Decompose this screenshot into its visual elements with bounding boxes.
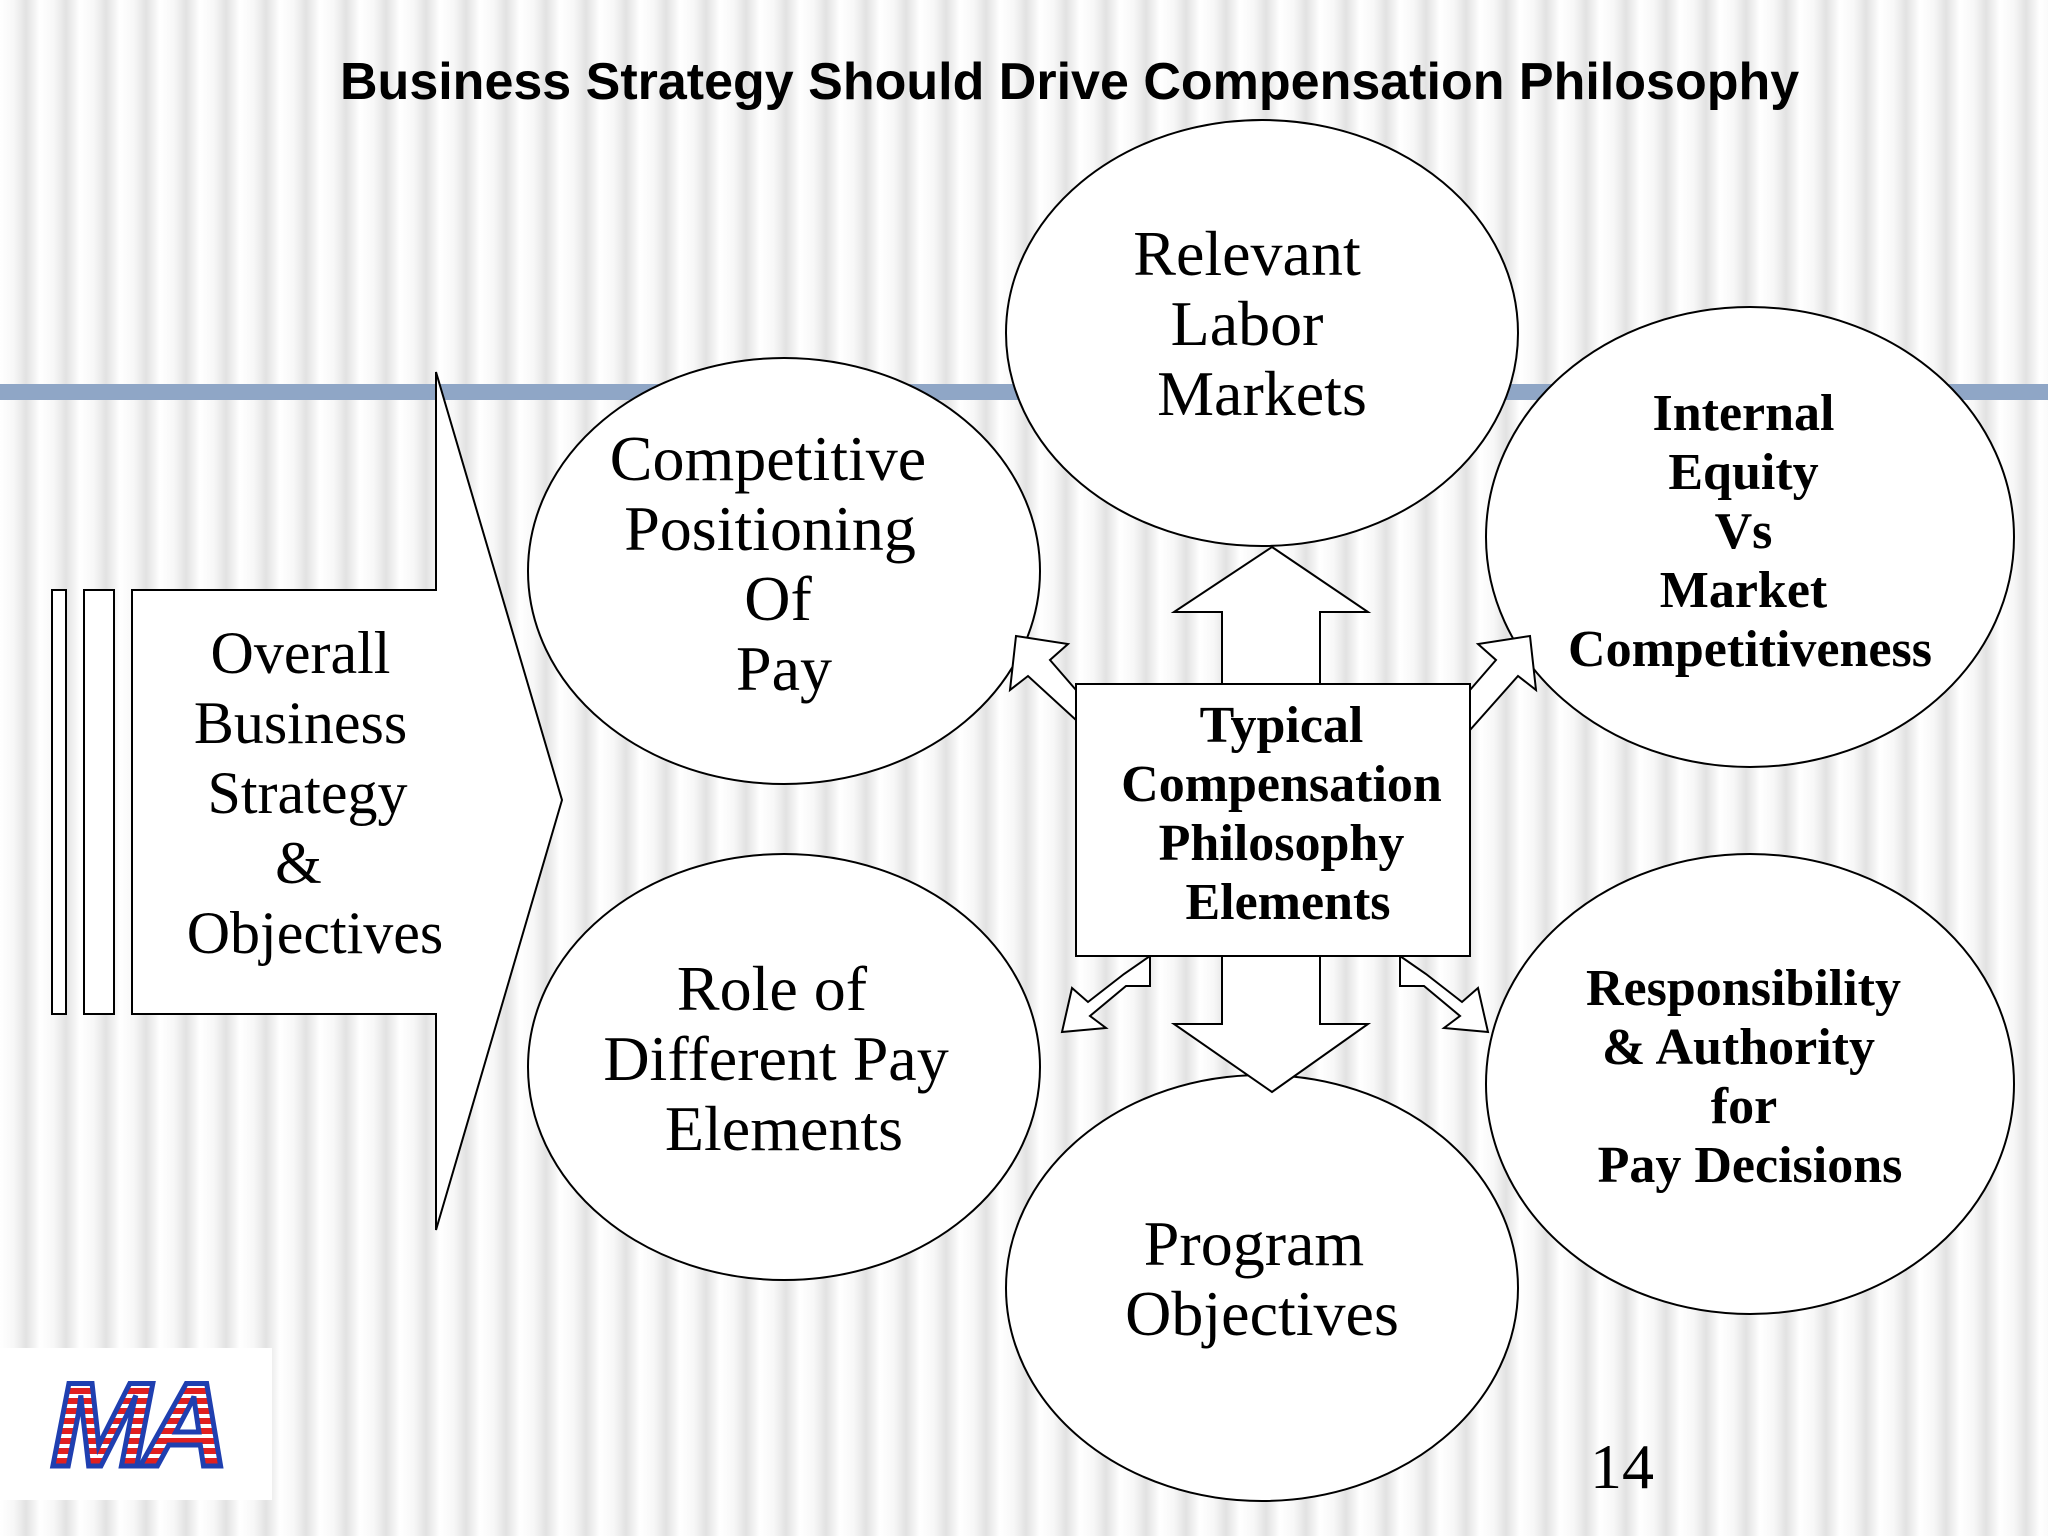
program-objectives-line-2: Objectives: [1125, 1278, 1399, 1349]
competitive-positioning-line-4: Pay: [736, 633, 832, 704]
page-number: 14: [1590, 1431, 1654, 1502]
competitive-positioning-line-1: Competitive: [610, 423, 926, 494]
arrow-stripe-2: [83, 589, 115, 1015]
logo: MA: [0, 1348, 272, 1500]
internal-equity-line-5: Competitiveness: [1568, 621, 1932, 678]
strategy-line-3: Strategy: [208, 760, 408, 826]
arrow-lower-right-shape: [1399, 954, 1490, 1034]
svg-text:Internal Equity Vs: Internal Equity Vs Market Competitivenes…: [1568, 385, 1932, 678]
responsibility-line-2: & Authority: [1602, 1019, 1875, 1076]
role-of-pay-line-1: Role of: [677, 953, 868, 1024]
svg-text:Typical Compensation: Typical Compensation Philosophy Elements: [1121, 697, 1455, 931]
slide-title: Business Strategy Should Drive Compensat…: [340, 53, 1800, 111]
responsibility-line-3: for: [1711, 1078, 1776, 1135]
competitive-positioning-line-2: Positioning: [624, 493, 916, 564]
svg-text:Role of Different Pay: Role of Different Pay Elements: [603, 953, 964, 1164]
center-box-line-2: Compensation: [1121, 756, 1442, 813]
svg-text:Overall Business S: Overall Business Strategy & Objectives: [187, 620, 444, 966]
center-box-line-1: Typical: [1200, 697, 1364, 754]
relevant-labor-markets-line-1: Relevant: [1133, 218, 1361, 289]
role-of-pay-line-2: Different Pay: [603, 1023, 948, 1094]
strategy-line-4: &: [275, 830, 322, 896]
svg-text:Relevant Labor Mar: Relevant Labor Markets: [1133, 218, 1376, 429]
strategy-line-5: Objectives: [187, 900, 444, 966]
arrow-lower-left-shape: [1060, 954, 1151, 1034]
responsibility-line-4: Pay Decisions: [1598, 1137, 1903, 1194]
center-box-line-3: Philosophy: [1159, 815, 1405, 872]
program-objectives-line-1: Program: [1144, 1208, 1364, 1279]
strategy-line-2: Business: [194, 690, 407, 756]
internal-equity-line-1: Internal: [1653, 385, 1835, 442]
responsibility-line-1: Responsibility: [1586, 960, 1901, 1017]
center-box-line-4: Elements: [1185, 874, 1390, 931]
arrow-upper-right-shape: [1469, 634, 1538, 733]
svg-text:Responsibility & Authori: Responsibility & Authority for Pay Decis…: [1586, 960, 1914, 1194]
arrow-body: [131, 371, 564, 1231]
arrow-stripe-1: [51, 589, 67, 1015]
relevant-labor-markets-line-2: Labor: [1171, 288, 1324, 359]
strategy-line-1: Overall: [211, 620, 391, 686]
arrow-up: [1170, 545, 1372, 685]
element-program-objectives: Program Objectives: [1005, 1074, 1519, 1502]
element-internal-equity: Internal Equity Vs Market Competitivenes…: [1485, 306, 2015, 768]
element-role-of-pay-elements: Role of Different Pay Elements: [527, 853, 1041, 1281]
svg-text:Program Objectives: Program Objectives: [1125, 1208, 1399, 1349]
connector-arrows: [1170, 545, 1372, 1094]
strategy-arrow: Overall Business Strategy & Objectives: [51, 371, 564, 1231]
svg-text:Competitive Positioning: Competitive Positioning Of Pay: [610, 423, 942, 704]
element-competitive-positioning: Competitive Positioning Of Pay: [527, 357, 1041, 785]
internal-equity-line-4: Market: [1660, 562, 1828, 619]
role-of-pay-line-3: Elements: [665, 1093, 903, 1164]
element-responsibility-authority: Responsibility & Authority for Pay Decis…: [1485, 853, 2015, 1315]
ma-logo-mark: MA: [48, 1356, 232, 1495]
element-relevant-labor-markets: Relevant Labor Markets: [1005, 119, 1519, 547]
arrow-upper-left-shape: [1008, 634, 1077, 723]
center-box: Typical Compensation Philosophy Elements: [1075, 683, 1471, 957]
svg-text:MA: MA: [51, 1358, 222, 1492]
internal-equity-line-3: Vs: [1715, 503, 1773, 560]
internal-equity-line-2: Equity: [1668, 444, 1818, 501]
relevant-labor-markets-line-3: Markets: [1157, 358, 1367, 429]
arrow-down: [1170, 955, 1372, 1094]
competitive-positioning-line-3: Of: [744, 563, 812, 634]
